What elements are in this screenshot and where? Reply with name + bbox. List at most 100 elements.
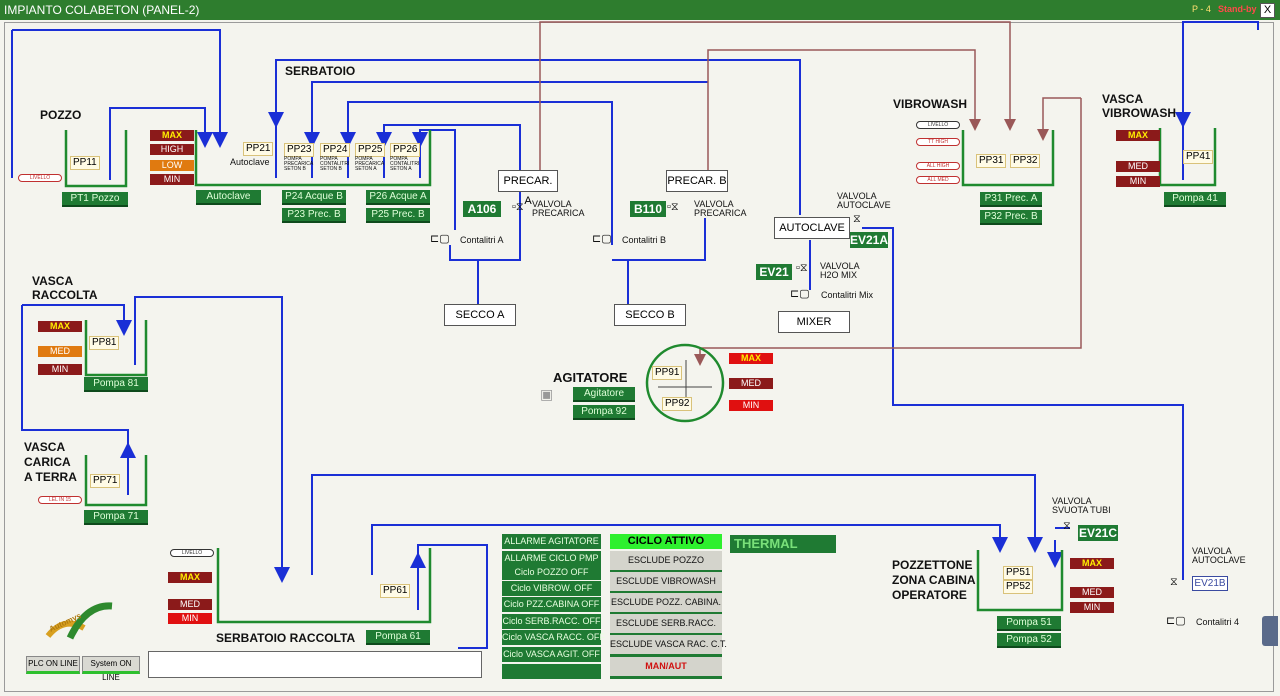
a106-code: A106: [463, 201, 501, 217]
raccolta-level-min: MIN: [38, 364, 82, 375]
vasca-raccolta-heading: VASCA RACCOLTA: [32, 274, 98, 302]
thermal-indicator: THERMAL: [730, 535, 836, 553]
status-autoclave[interactable]: Autoclave: [196, 190, 261, 205]
pump-pp25-label[interactable]: PP25: [355, 143, 386, 157]
alarm-ciclo-pzz-cabina: Ciclo PZZ.CABINA OFF: [502, 597, 601, 612]
agitatore-motor-icon[interactable]: ▣: [540, 386, 554, 402]
pump-pp26-label[interactable]: PP26: [390, 143, 421, 157]
status-p81[interactable]: Pompa 81: [84, 377, 148, 392]
esclude-pozzo-button[interactable]: ESCLUDE POZZO: [610, 551, 722, 573]
alarm-ciclo-vasca-agit: Ciclo VASCA AGIT. OFF: [502, 647, 601, 662]
message-area: [148, 651, 482, 678]
contalitri-4-icon[interactable]: ⊏▢: [1166, 615, 1186, 627]
vibrowash-level-max: MAX: [1116, 130, 1160, 141]
vib-pill-4: ALL MED: [916, 176, 960, 184]
esclude-serb-racc-button[interactable]: ESCLUDE SERB.RACC.: [610, 614, 722, 636]
side-panel-tab[interactable]: [1262, 616, 1278, 646]
precar-a-box[interactable]: PRECAR. A: [498, 170, 558, 207]
automys-logo: Automys: [42, 598, 118, 648]
pp24-sub-label: POMPA CONTALITRI SETON B: [320, 156, 350, 172]
status-p51[interactable]: Pompa 51: [997, 616, 1061, 631]
esclude-vasca-rac-button[interactable]: ESCLUDE VASCA RAC. C.T.: [610, 635, 727, 657]
pump-pp61-label[interactable]: PP61: [380, 584, 411, 598]
valvola-precarica-b-label: VALVOLA PRECARICA: [694, 199, 747, 218]
pump-pp91-label[interactable]: PP91: [652, 366, 683, 380]
esclude-vibrowash-button[interactable]: ESCLUDE VIBROWASH: [610, 572, 722, 594]
ev21-code: EV21: [756, 264, 792, 280]
pump-pp23-label[interactable]: PP23: [284, 143, 315, 157]
secco-b-box[interactable]: SECCO B: [614, 304, 686, 326]
status-p41[interactable]: Pompa 41: [1164, 192, 1226, 207]
pp25-sub-label: POMPA PRECARICA SETON A: [355, 156, 385, 172]
valvola-precarica-a-label: VALVOLA PRECARICA: [532, 199, 585, 218]
alarm-ciclo-vasca-racc: Ciclo VASCA RACC. OFF: [502, 630, 605, 645]
status-p71[interactable]: Pompa 71: [84, 510, 148, 525]
status-agitatore[interactable]: Agitatore: [573, 387, 635, 402]
valvola-autoclave2-icon[interactable]: ⧖: [1170, 576, 1178, 588]
secco-a-box[interactable]: SECCO A: [444, 304, 516, 326]
pump-pp32-label[interactable]: PP32: [1010, 154, 1041, 168]
serbatoio-raccolta-heading: SERBATOIO RACCOLTA: [216, 631, 356, 645]
vib-pill-2: TT HIGH: [916, 138, 960, 146]
status-p23[interactable]: P23 Prec. B: [282, 208, 346, 223]
contalitri-4-label: Contalitri 4: [1196, 617, 1240, 627]
status-p26[interactable]: P26 Acque A: [366, 190, 430, 205]
agitatore-level-min: MIN: [729, 400, 773, 411]
status-pt1-pozzo[interactable]: PT1 Pozzo: [62, 192, 128, 207]
pump-pp51-label[interactable]: PP51: [1003, 566, 1034, 580]
pozzo-level-pill: LIVELLO: [18, 174, 62, 182]
ev21b-code: EV21B: [1192, 576, 1228, 591]
status-p32[interactable]: P32 Prec. B: [980, 210, 1042, 225]
system-online-status: System ON LINE: [82, 656, 140, 682]
vib-pill-3: ALL HIGH: [916, 162, 960, 170]
valvola-precarica-a-icon[interactable]: ▫⧖: [512, 201, 524, 213]
agitatore-heading: AGITATORE: [553, 370, 628, 385]
contalitri-mix-icon[interactable]: ⊏▢: [790, 288, 810, 300]
b110-code: B110: [630, 201, 666, 217]
mixer-box[interactable]: MIXER: [778, 311, 850, 333]
pump-pp31-label[interactable]: PP31: [976, 154, 1007, 168]
contalitri-b-icon[interactable]: ⊏▢: [592, 233, 612, 245]
precar-b-box[interactable]: PRECAR. B: [666, 170, 728, 192]
pozzo-level-low: LOW: [150, 160, 194, 171]
status-p61[interactable]: Pompa 61: [366, 630, 430, 645]
status-p24[interactable]: P24 Acque B: [282, 190, 346, 205]
vibrowash-level-min: MIN: [1116, 176, 1160, 187]
valvola-autoclave2-label: VALVOLA AUTOCLAVE: [1192, 546, 1246, 565]
pump-pp24-label[interactable]: PP24: [320, 143, 351, 157]
plc-online-status: PLC ON LINE: [26, 656, 80, 674]
status-p52[interactable]: Pompa 52: [997, 633, 1061, 648]
raccolta-level-max: MAX: [38, 321, 82, 332]
pump-pp52-label[interactable]: PP52: [1003, 580, 1034, 594]
close-button[interactable]: X: [1260, 3, 1275, 18]
vib-pill-1: LIVELLO: [916, 121, 960, 129]
status-p92[interactable]: Pompa 92: [573, 405, 635, 420]
valvola-svuota-icon[interactable]: ⧖: [1063, 520, 1071, 532]
pump-pp81-label[interactable]: PP81: [89, 336, 120, 350]
esclude-pozz-cabina-button[interactable]: ESCLUDE POZZ. CABINA.: [610, 593, 722, 615]
autoclave-box[interactable]: AUTOCLAVE: [774, 217, 850, 239]
valvola-autoclave-icon[interactable]: ⧖: [853, 213, 861, 225]
vasca-vibrowash-heading: VASCA VIBROWASH: [1102, 92, 1177, 120]
ev21a-code: EV21A: [850, 232, 889, 248]
ciclo-attivo-indicator: CICLO ATTIVO: [610, 534, 722, 549]
page-indicator: P - 4: [1192, 4, 1211, 14]
status-p31[interactable]: P31 Prec. A: [980, 192, 1042, 207]
pp26-sub-label: POMPA CONTALITRI SETON A: [390, 156, 420, 172]
status-p25[interactable]: P25 Prec. B: [366, 208, 430, 223]
pump-pp41-label[interactable]: PP41: [1183, 150, 1214, 164]
man-aut-button[interactable]: MAN/AUT: [610, 657, 722, 679]
valvola-precarica-b-icon[interactable]: ▫⧖: [667, 201, 679, 213]
serb-raccolta-level-med: MED: [168, 599, 212, 610]
pump-pp11-label[interactable]: PP11: [70, 156, 100, 170]
contalitri-a-icon[interactable]: ⊏▢: [430, 233, 450, 245]
pump-pp92-label[interactable]: PP92: [662, 397, 693, 411]
valvola-svuota-label: VALVOLA SVUOTA TUBI: [1052, 496, 1111, 515]
pump-pp21-label[interactable]: PP21: [243, 142, 274, 156]
pump-pp71-label[interactable]: PP71: [90, 474, 121, 488]
valvola-h2o-icon[interactable]: ▫⧖: [796, 262, 808, 274]
ev21c-code: EV21C: [1078, 525, 1118, 541]
carica-pill: LEL IN 15: [38, 496, 82, 504]
status-indicator: Stand-by: [1218, 4, 1257, 14]
